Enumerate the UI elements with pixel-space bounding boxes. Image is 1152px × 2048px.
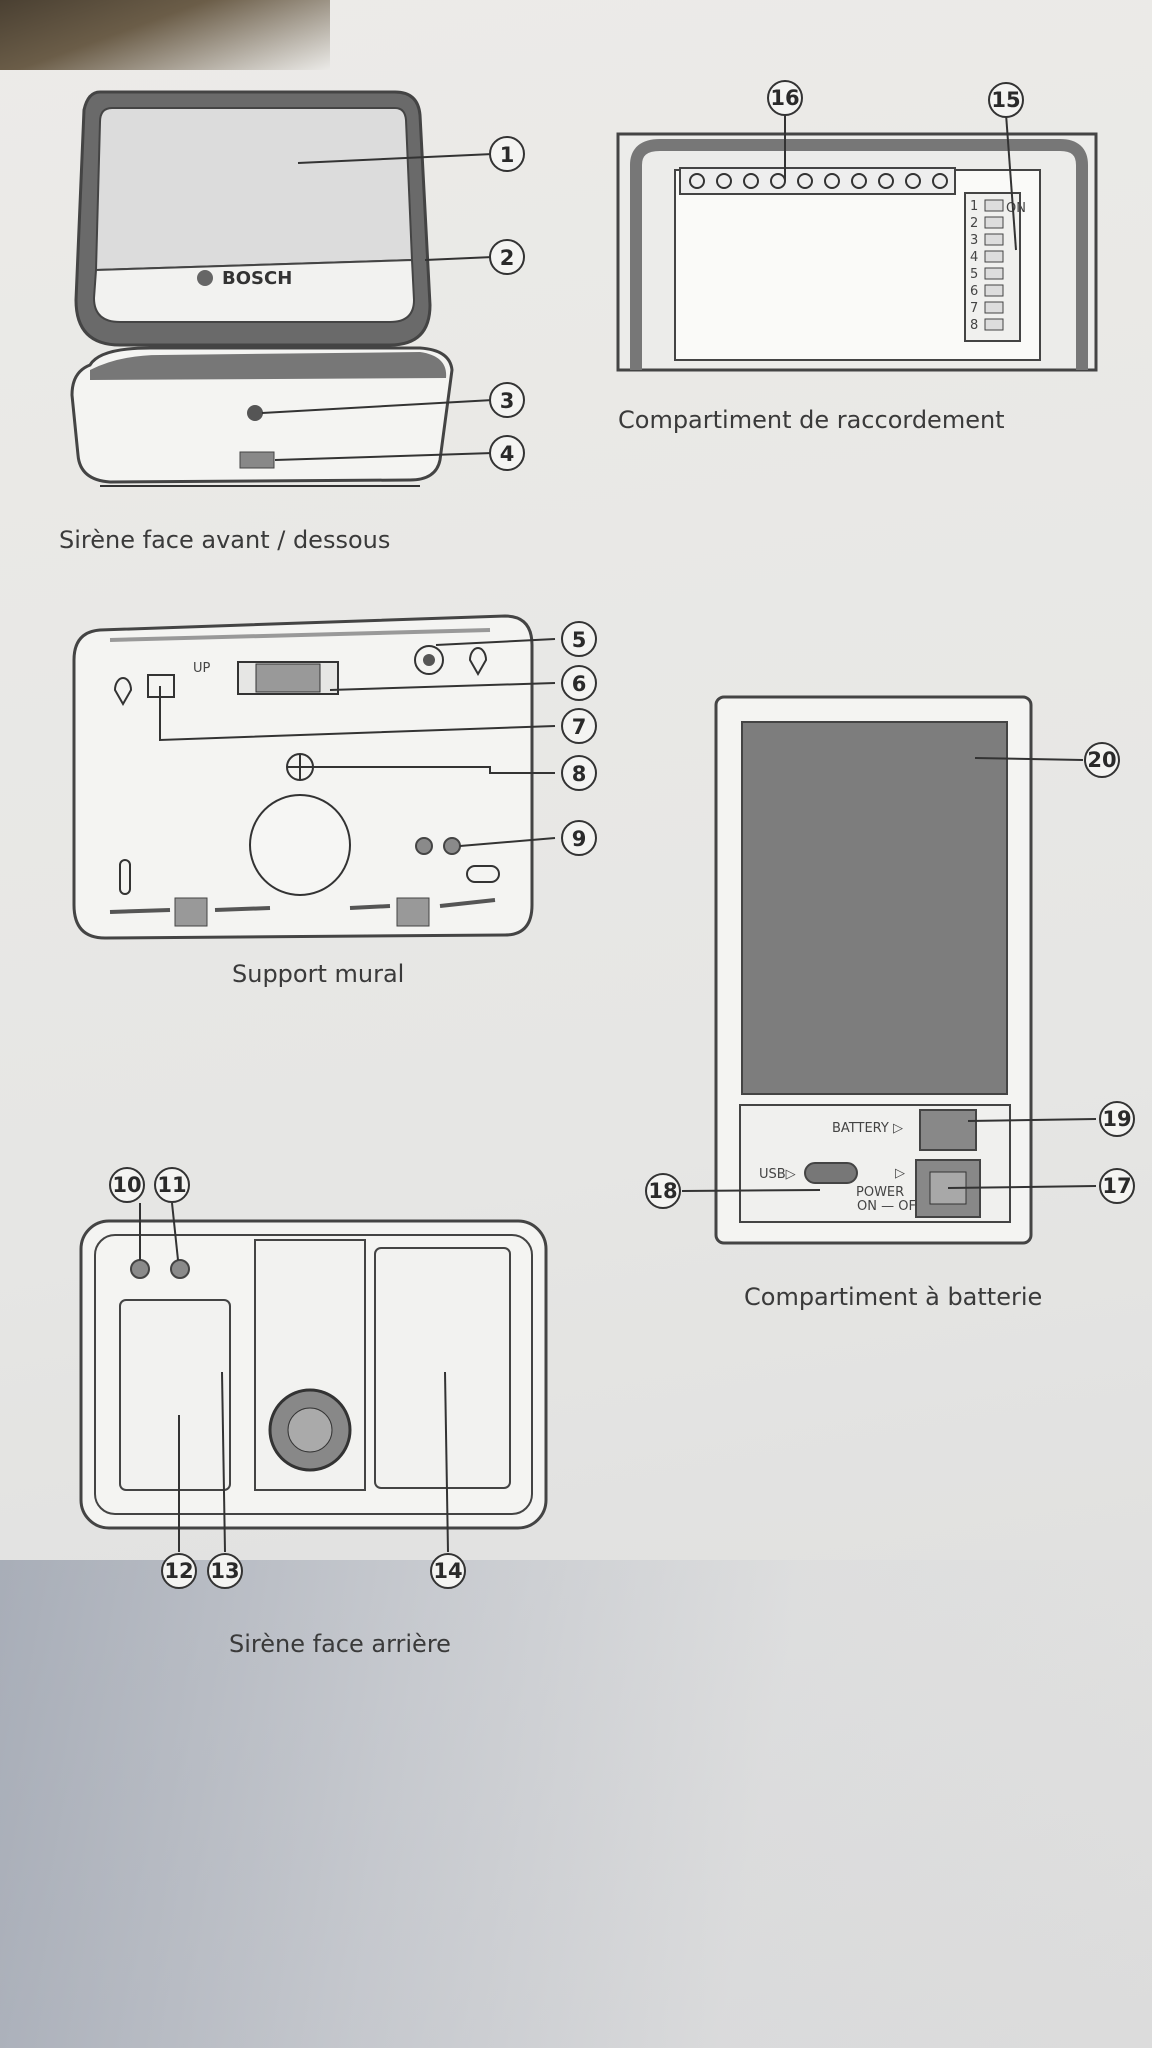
background-carpet [0,0,330,70]
svg-text:8: 8 [970,318,978,333]
callout-16: 16 [767,80,803,116]
svg-text:11: 11 [157,1173,186,1197]
svg-text:1: 1 [500,143,515,167]
svg-text:16: 16 [770,86,799,110]
svg-text:20: 20 [1087,748,1116,772]
callout-8: 8 [561,755,597,791]
svg-text:4: 4 [500,442,515,466]
svg-text:3: 3 [970,233,978,248]
battery-connector [919,1109,977,1151]
connection-compartment-diagram: 1 2 3 4 5 6 7 8 ON [616,112,1098,372]
svg-text:17: 17 [1102,1174,1131,1198]
callout-11: 11 [154,1167,190,1203]
caption-connection: Compartiment de raccordement [618,406,1005,434]
svg-text:2: 2 [500,246,515,270]
svg-text:8: 8 [572,762,587,786]
wall-mount-diagram: UP [72,614,556,940]
led-indicator [247,405,263,421]
callout-4: 4 [489,435,525,471]
callout-13: 13 [207,1553,243,1589]
svg-text:5: 5 [572,628,587,652]
svg-text:5: 5 [970,267,978,282]
callout-6: 6 [561,665,597,701]
svg-text:POWER: POWER [856,1185,904,1200]
callout-1: 1 [489,136,525,172]
usb-port [804,1162,858,1184]
callout-20: 20 [1084,742,1120,778]
svg-text:1: 1 [970,199,978,214]
svg-text:4: 4 [970,250,978,265]
svg-text:18: 18 [648,1179,677,1203]
caption-front: Sirène face avant / dessous [59,526,390,554]
callout-14: 14 [430,1553,466,1589]
callout-18: 18 [645,1173,681,1209]
svg-text:10: 10 [112,1173,141,1197]
dip-switch-numbers: 1 2 3 4 5 6 7 8 [970,199,978,333]
svg-text:6: 6 [572,672,587,696]
svg-text:9: 9 [572,827,587,851]
photo-shadow [0,1560,1152,2048]
svg-text:12: 12 [164,1559,193,1583]
caption-battery: Compartiment à batterie [744,1283,1042,1311]
cover-left [119,1299,231,1491]
svg-text:ON: ON [1006,201,1026,216]
svg-text:▷: ▷ [895,1166,905,1181]
svg-text:6: 6 [970,284,978,299]
svg-text:14: 14 [433,1559,462,1583]
svg-text:15: 15 [991,88,1020,112]
callout-5: 5 [561,621,597,657]
svg-text:UP: UP [193,661,211,676]
battery-pack [741,721,1008,1095]
svg-text:3: 3 [500,389,515,413]
svg-text:2: 2 [970,216,978,231]
svg-text:7: 7 [970,301,978,316]
callout-2: 2 [489,239,525,275]
callout-17: 17 [1099,1168,1135,1204]
battery-compartment-diagram: BATTERY ▷ USB▷ ▷ POWER ON — OFF [681,695,1097,1245]
brand-logo: BOSCH [222,268,292,289]
callout-10: 10 [109,1167,145,1203]
callout-12: 12 [161,1553,197,1589]
cover-right [374,1247,511,1489]
svg-text:19: 19 [1102,1107,1131,1131]
caption-wall: Support mural [232,960,404,988]
callout-9: 9 [561,820,597,856]
svg-text:13: 13 [210,1559,239,1583]
svg-text:ON — OFF: ON — OFF [857,1199,923,1214]
svg-text:USB▷: USB▷ [759,1167,796,1182]
siren-rear-diagram [79,1202,548,1553]
svg-text:7: 7 [572,715,587,739]
caption-rear: Sirène face arrière [229,1630,451,1658]
callouts: 1 2 3 4 5 6 7 8 9 10 11 12 13 14 15 16 1… [109,80,1135,1589]
callout-7: 7 [561,708,597,744]
svg-text:BATTERY ▷: BATTERY ▷ [832,1121,903,1136]
callout-19: 19 [1099,1101,1135,1137]
siren-front-diagram: BOSCH [70,90,494,487]
callout-3: 3 [489,382,525,418]
callout-15: 15 [988,82,1024,118]
